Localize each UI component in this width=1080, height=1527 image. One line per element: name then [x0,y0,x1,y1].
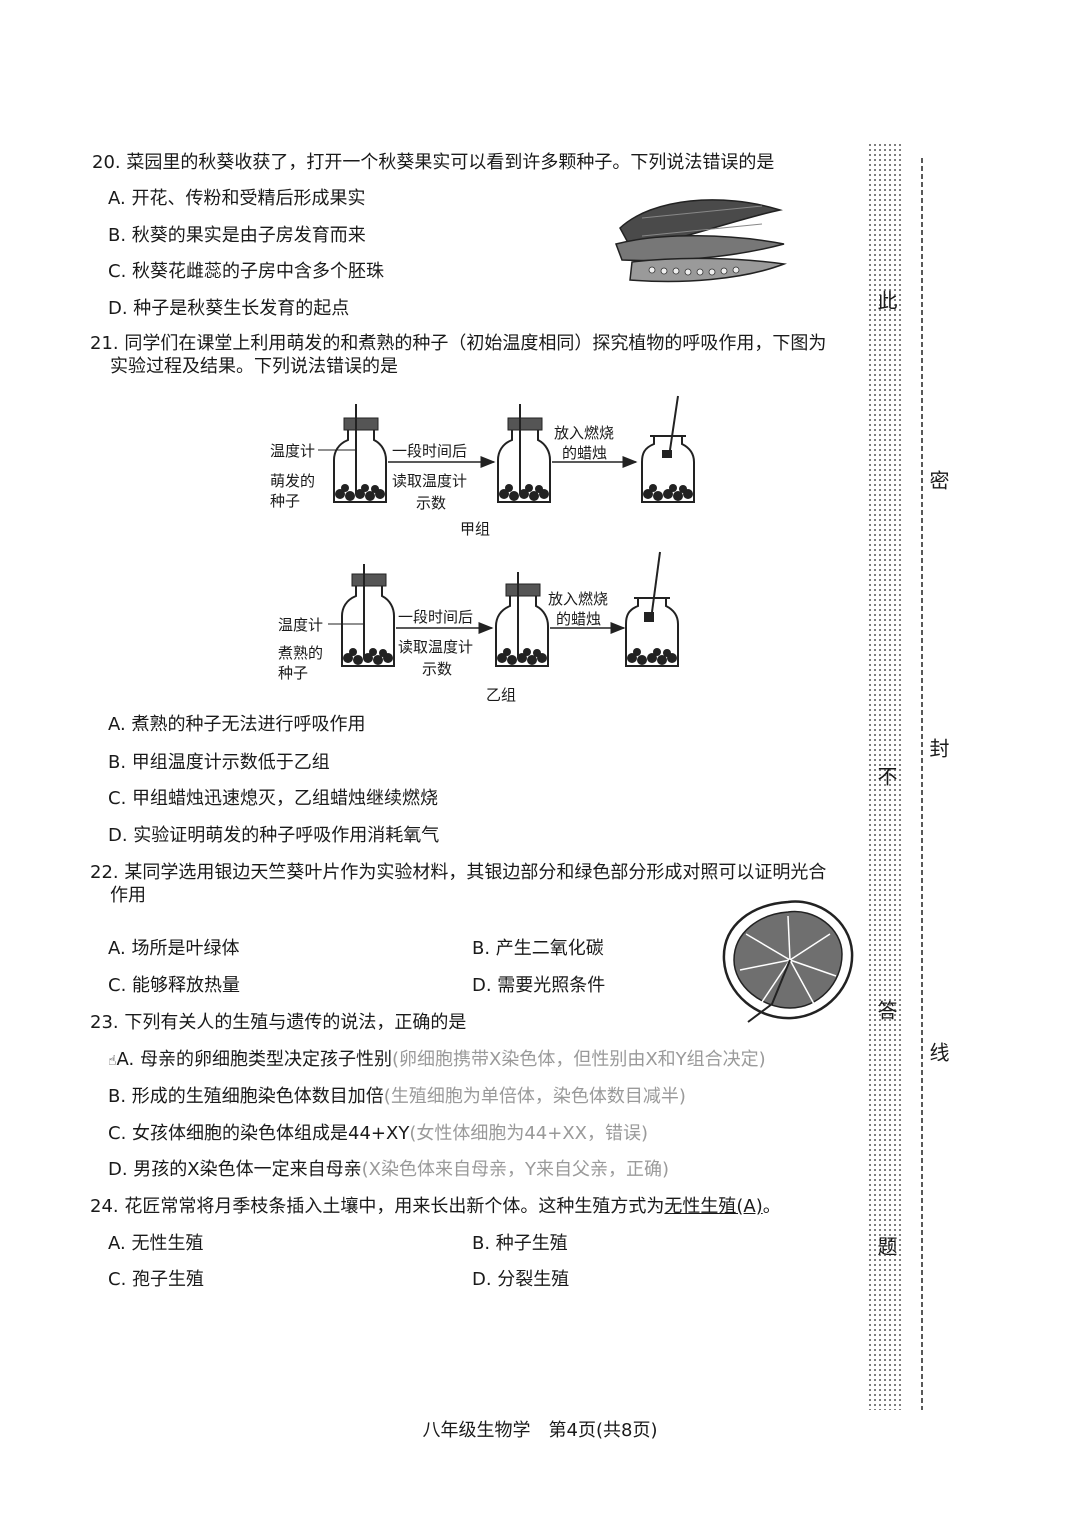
group-a-caption: 甲组 [460,520,490,538]
seal-char-7: 题 [874,1236,898,1256]
question-21-option-b: B. 甲组温度计示数低于乙组 [108,752,330,773]
seal-margin-lines [869,144,923,1410]
question-24-stem: 24. 花匠常常将月季枝条插入土壤中，用来长出新个体。这种生殖方式为无性生殖(A… [90,1196,781,1218]
group-a-step1-line1: 一段时间后 [392,442,467,460]
group-a-seed-label-1: 萌发的 [270,472,315,490]
question-23-stem: 23. 下列有关人的生殖与遗传的说法，正确的是 [90,1012,467,1033]
jar-b1 [328,564,395,667]
question-22-option-d: D. 需要光照条件 [472,975,606,996]
pointer-hand-icon: ☝ [108,1053,117,1069]
group-b-step2-line2: 的蜡烛 [556,610,601,628]
seal-char-6: 线 [926,1042,950,1062]
seal-char-1: 此 [874,290,898,310]
group-b-step1-line3: 示数 [422,660,452,678]
group-a-step2-line2: 的蜡烛 [562,444,607,462]
group-b-seed-label-2: 种子 [278,664,308,682]
okra-illustration [615,199,785,283]
question-22-option-c: C. 能够释放热量 [108,975,241,996]
question-24-option-d: D. 分裂生殖 [472,1269,570,1290]
group-b-caption: 乙组 [486,686,516,704]
question-20-stem: 20. 菜园里的秋葵收获了，打开一个秋葵果实可以看到许多颗种子。下列说法错误的是 [92,152,775,173]
question-23-option-b-note: (生殖细胞为单倍体，染色体数目减半) [383,1086,686,1107]
question-23-option-d-note: (X染色体来自母亲，Y来自父亲，正确) [361,1159,670,1180]
question-22-stem-line2: 作用 [110,885,146,906]
group-a-step2-line1: 放入燃烧 [554,424,614,442]
question-22-option-b: B. 产生二氧化碳 [472,938,604,959]
question-24-option-a: A. 无性生殖 [108,1233,204,1254]
question-23-option-c: C. 女孩体细胞的染色体组成是44+XY(女性体细胞为44+XX，错误) [108,1123,648,1145]
jar-b2 [495,572,549,667]
group-a-step1-line3: 示数 [416,494,446,512]
group-a-step1-line2: 读取温度计 [392,472,467,490]
group-a-thermometer-label: 温度计 [270,442,315,460]
question-22-option-a: A. 场所是叶绿体 [108,938,240,959]
question-23-option-b-text: B. 形成的生殖细胞染色体数目加倍 [108,1086,384,1107]
seal-char-5: 答 [874,1000,898,1020]
question-22-stem-line1: 22. 某同学选用银边天竺葵叶片作为实验材料，其银边部分和绿色部分形成对照可以证… [90,862,827,883]
question-24-answer: 无性生殖(A) [664,1196,763,1217]
question-23-option-b: B. 形成的生殖细胞染色体数目加倍(生殖细胞为单倍体，染色体数目减半) [108,1086,686,1108]
group-b-step1-line2: 读取温度计 [398,638,473,656]
seal-char-3: 封 [926,738,950,758]
question-21-stem-line2: 实验过程及结果。下列说法错误的是 [110,356,398,377]
group-b-step1-line1: 一段时间后 [398,608,473,626]
seal-char-2: 密 [926,470,950,490]
question-24-option-b: B. 种子生殖 [472,1233,568,1254]
question-23-option-a-text: A. 母亲的卵细胞类型决定孩子性别 [116,1049,392,1070]
question-20-option-b: B. 秋葵的果实是由子房发育而来 [108,225,366,246]
question-20-option-d: D. 种子是秋葵生长发育的起点 [108,298,350,319]
question-23-option-a: ☝A. 母亲的卵细胞类型决定孩子性别(卵细胞携带X染色体，但性别由X和Y组合决定… [108,1049,766,1072]
jar-a2 [497,404,551,503]
respiration-experiment-diagram: 温度计 萌发的 种子 一段时间后 读取温度计 示数 放入燃烧 的蜡烛 [270,395,695,704]
question-24-stem-suffix: 。 [762,1196,781,1217]
question-23-option-c-note: (女性体细胞为44+XX，错误) [409,1123,649,1144]
question-23-option-d-text: D. 男孩的X染色体一定来自母亲 [108,1159,362,1180]
group-b-seed-label-1: 煮熟的 [278,644,323,662]
question-24-option-c: C. 孢子生殖 [108,1269,205,1290]
jar-a1 [318,404,387,503]
question-23-option-a-note: (卵细胞携带X染色体，但性别由X和Y组合决定) [391,1049,766,1070]
question-23-option-d: D. 男孩的X染色体一定来自母亲(X染色体来自母亲，Y来自父亲，正确) [108,1159,669,1181]
page-footer: 八年级生物学 第4页(共8页) [422,1420,658,1441]
group-b-thermometer-label: 温度计 [278,616,323,634]
group-b: 温度计 煮熟的 种子 一段时间后 读取温度计 示数 放入燃烧 的蜡烛 [278,551,679,704]
question-21-option-d: D. 实验证明萌发的种子呼吸作用消耗氧气 [108,825,440,846]
seal-char-4: 不 [874,766,898,786]
question-21-option-a: A. 煮熟的种子无法进行呼吸作用 [108,714,366,735]
geranium-leaf-illustration [722,900,854,1023]
question-23-option-c-text: C. 女孩体细胞的染色体组成是44+XY [108,1123,410,1144]
question-20-option-c: C. 秋葵花雌蕊的子房中含多个胚珠 [108,261,385,282]
group-a: 温度计 萌发的 种子 一段时间后 读取温度计 示数 放入燃烧 的蜡烛 [270,395,695,538]
question-24-stem-prefix: 24. 花匠常常将月季枝条插入土壤中，用来长出新个体。这种生殖方式为 [90,1196,665,1217]
question-20-option-a: A. 开花、传粉和受精后形成果实 [108,188,366,209]
jar-b3-with-candle [625,551,679,667]
question-21-stem-line1: 21. 同学们在课堂上利用萌发的和煮熟的种子（初始温度相同）探究植物的呼吸作用，… [90,333,827,354]
group-b-step2-line1: 放入燃烧 [548,590,608,608]
group-a-seed-label-2: 种子 [270,492,300,510]
question-21-option-c: C. 甲组蜡烛迅速熄灭，乙组蜡烛继续燃烧 [108,788,439,809]
jar-a3-with-candle [641,395,695,503]
